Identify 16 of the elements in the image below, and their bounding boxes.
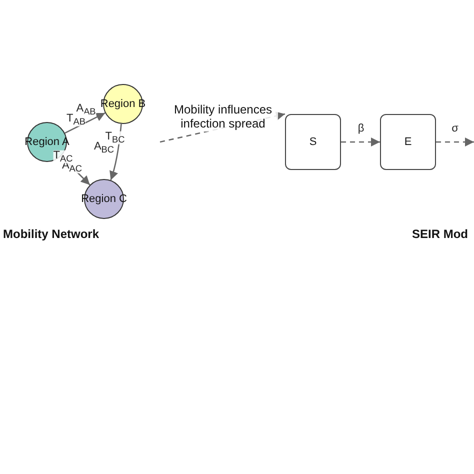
- arrow: [436, 138, 474, 146]
- flow-label: T$_{BC}$: [105, 131, 125, 145]
- section-title: Mobility Network: [3, 227, 100, 241]
- edge-label: A$_{BC}$: [94, 141, 114, 155]
- compartment-box: [380, 114, 436, 170]
- arrow: [64, 112, 106, 134]
- flow-label: T$_{AC}$: [53, 150, 73, 164]
- node-label: S: [309, 136, 317, 148]
- section-title: SEIR Mod: [412, 227, 468, 241]
- arrow: [341, 138, 380, 146]
- edge-label: β: [358, 124, 364, 134]
- compartment-box: [285, 114, 341, 170]
- arrow: [109, 124, 122, 180]
- edge-label: σ: [452, 124, 458, 134]
- node-label: E: [404, 136, 412, 148]
- flow-label: T$_{AB}$: [66, 113, 86, 127]
